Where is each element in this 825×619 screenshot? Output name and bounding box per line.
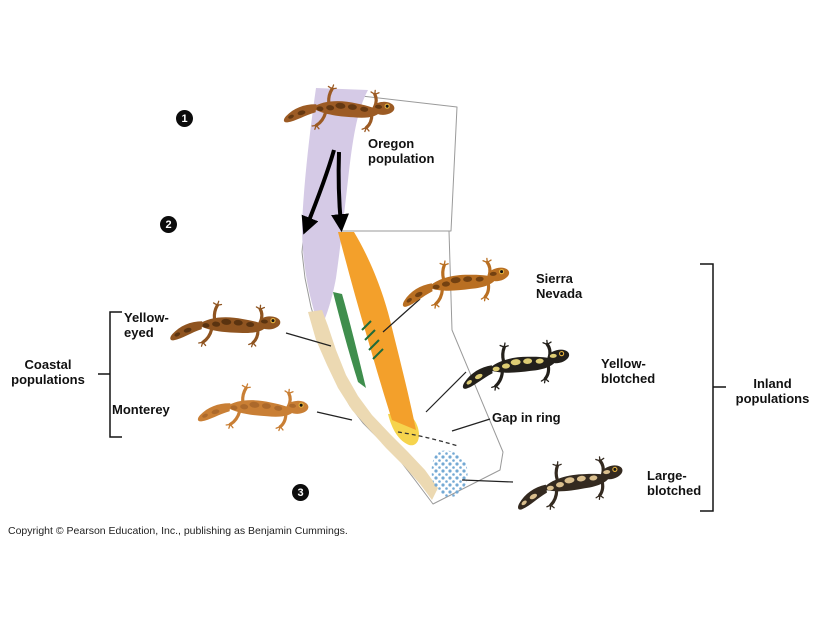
step-3-number: 3 [297, 486, 304, 499]
arrow-coastal-route [301, 149, 336, 235]
monterey-salamander-illustration [195, 377, 313, 438]
connector-lines [285, 298, 514, 483]
step-2-marker: 2 [160, 216, 177, 233]
large-blotched-connector [461, 479, 514, 483]
copyright-text: Copyright © Pearson Education, Inc., pub… [8, 525, 348, 537]
sierra-orange-band [338, 232, 416, 430]
step-2-number: 2 [165, 218, 172, 231]
large-blotched-salamander-illustration [510, 451, 629, 516]
step-1-marker: 1 [176, 110, 193, 127]
yellow-blotched-salamander-illustration [457, 335, 575, 395]
monterey-connector [316, 411, 353, 421]
hybrid-zone-hatching [361, 320, 384, 360]
gap-in-ring-label: Gap in ring [492, 410, 561, 425]
population-brackets [98, 263, 726, 512]
oregon-population-label: Oregon population [368, 136, 435, 166]
coastal-tan-band [308, 310, 438, 500]
yellow-eyed-label: Yellow- eyed [124, 310, 169, 340]
coastal-populations-label: Coastal populations [11, 357, 85, 387]
sierra-connector [382, 298, 421, 333]
large-blotched-dotted-region [431, 450, 468, 498]
gap-dashed-line [397, 431, 459, 447]
arrow-inland-route [331, 151, 349, 233]
yellow-blotched-label: Yellow- blotched [601, 356, 656, 386]
migration-arrows [301, 149, 349, 235]
gap-connector [451, 418, 491, 432]
large-blotched-label: Large- blotched [647, 468, 702, 498]
yellow-blotched-connector [425, 371, 467, 413]
step-3-marker: 3 [292, 484, 309, 501]
coastal-bracket [98, 311, 122, 438]
oregon-population-band [302, 88, 368, 330]
step-1-number: 1 [181, 112, 188, 125]
green-band [333, 292, 366, 388]
sierra-nevada-label: Sierra Nevada [536, 271, 583, 301]
inland-populations-label: Inland populations [735, 376, 810, 406]
yellow-eyed-connector [285, 332, 332, 347]
inland-bracket [700, 263, 726, 512]
yellow-eyed-salamander-illustration [168, 296, 284, 354]
monterey-label: Monterey [112, 402, 170, 417]
population-bands [302, 88, 468, 500]
